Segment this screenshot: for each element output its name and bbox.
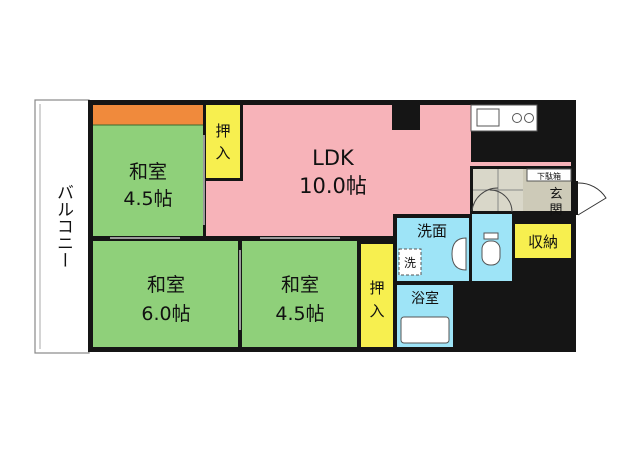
bathtub-icon	[400, 316, 450, 344]
vanity-icon	[451, 237, 467, 271]
toilet-tank-icon	[483, 232, 499, 240]
door-swing-icon	[471, 187, 499, 212]
washer-label: 洗	[404, 256, 416, 270]
room-oshiire-bottom	[361, 244, 393, 347]
room-shunou	[515, 224, 571, 258]
entrance-door	[575, 181, 578, 215]
room-ldk	[206, 105, 571, 236]
ldk-label-2: 10.0帖	[299, 174, 367, 198]
oshiire-top-label-2: 入	[215, 144, 230, 162]
toilet-icon	[481, 240, 501, 266]
ldk-label-1: LDK	[312, 146, 355, 170]
washitsu-top-label-1: 和室	[129, 161, 167, 183]
sink-icon	[476, 108, 500, 127]
senmen-label: 洗面	[417, 222, 447, 240]
oshiire-bottom-label-1: 押	[369, 279, 384, 297]
getabako	[526, 168, 572, 182]
stove-burner-icon	[512, 113, 522, 123]
washitsu-left-label-2: 6.0帖	[141, 303, 190, 325]
tokonoma	[93, 105, 203, 125]
room-washitsu-mid	[242, 241, 357, 347]
stove-burner-icon	[524, 113, 534, 123]
room-oshiire-top	[206, 105, 240, 178]
washitsu-mid-label-1: 和室	[281, 274, 319, 296]
balcony-area	[34, 99, 90, 354]
washitsu-top-label-2: 4.5帖	[123, 188, 172, 210]
balcony-label: バルコニー	[53, 184, 73, 269]
genkan-label-1: 玄	[549, 187, 562, 202]
door-swing-icon	[577, 182, 607, 216]
washer-space	[398, 248, 422, 276]
shunou-label: 収納	[528, 233, 558, 251]
door-swing-icon	[489, 189, 513, 213]
oshiire-bottom-label-2: 入	[369, 302, 384, 320]
getabako-label: 下駄箱	[537, 171, 561, 181]
room-washitsu-left	[93, 241, 238, 347]
room-washitsu-top	[93, 105, 203, 236]
oshiire-top-label-1: 押	[215, 122, 230, 140]
washitsu-mid-label-2: 4.5帖	[275, 303, 324, 325]
washitsu-left-label-1: 和室	[147, 274, 185, 296]
yokushitsu-label: 浴室	[411, 290, 439, 307]
genkan-label-2: 関	[549, 203, 562, 218]
